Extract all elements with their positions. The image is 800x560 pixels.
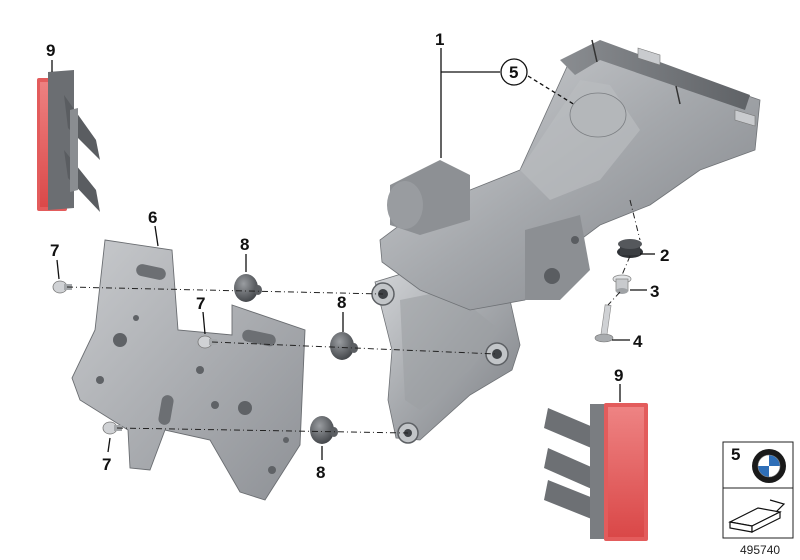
nut-8-bottom: [310, 416, 338, 444]
plate-bracket: [71, 239, 306, 501]
legend-box: 5: [722, 441, 794, 539]
callout-7-top: 7: [50, 241, 59, 260]
callout-5-circle: [500, 58, 528, 86]
callout-2: 2: [660, 246, 669, 265]
main-bracket: [371, 39, 761, 444]
callout-8-top: 8: [240, 235, 249, 254]
callout-7-bottom: 7: [102, 455, 111, 474]
legend-number: 5: [731, 445, 740, 464]
callout-9-left: 9: [46, 41, 55, 60]
reflector-right: [544, 403, 648, 541]
callout-5: 5: [509, 63, 518, 82]
grommet-2: [617, 239, 643, 258]
nut-8-top: [234, 274, 262, 302]
callout-8-bottom: 8: [316, 463, 325, 482]
callout-6: 6: [148, 208, 157, 227]
nut-8-middle: [330, 332, 358, 360]
callout-4: 4: [633, 332, 643, 351]
sleeve-3: [612, 274, 632, 294]
diagram-id: 495740: [740, 543, 780, 557]
callout-7-middle: 7: [196, 294, 205, 313]
bmw-logo-icon: [752, 449, 786, 483]
callout-9-right: 9: [614, 366, 623, 385]
callout-3: 3: [650, 282, 659, 301]
reflector-left: [37, 70, 100, 212]
leader-lines: [51, 48, 655, 460]
callout-numbers: 1 5 2 3 4 6 7 7 7 8 8 8 9 9: [46, 30, 669, 482]
arrow-plate-icon: [728, 499, 786, 533]
assembly-lines: [66, 199, 641, 434]
callout-8-middle: 8: [337, 293, 346, 312]
bolt-4: [594, 304, 614, 343]
callout-1: 1: [435, 30, 444, 49]
